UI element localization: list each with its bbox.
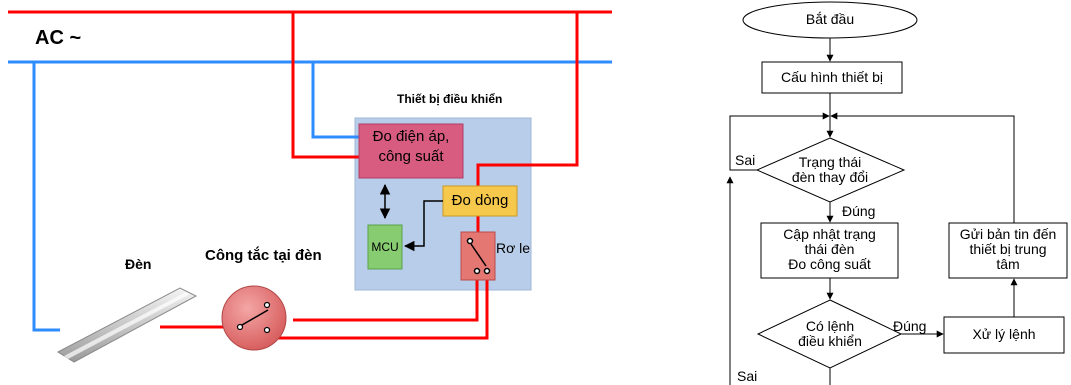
send-label: Gửi bản tin đến thiết bị trung tâm <box>959 226 1057 272</box>
configure-label: Cấu hình thiết bị <box>781 69 883 85</box>
start-label: Bắt đầu <box>805 11 855 27</box>
supply-label: AC ~ <box>35 27 82 49</box>
update-label: Cập nhật trạng thái đèn Đo công suất <box>783 226 876 272</box>
current-block <box>442 185 518 217</box>
lamp-fixture <box>56 287 198 363</box>
relay-contact <box>466 237 491 275</box>
voltage-block <box>358 123 464 179</box>
yes-label-2: Đúng <box>893 318 927 334</box>
mcu-block-label: MCU <box>371 240 399 254</box>
send-process <box>948 222 1068 279</box>
yes-label-1: Đúng <box>842 203 876 219</box>
wall-switch <box>221 285 287 351</box>
update-process <box>760 222 899 279</box>
flowchart <box>726 1 1068 385</box>
lamp-label: Đèn <box>125 256 152 272</box>
execute-process <box>943 316 1065 354</box>
neutral-wires <box>32 62 360 332</box>
state-decision-label: Trạng thái đèn thay đổi <box>791 154 869 185</box>
phase-wires <box>160 12 579 340</box>
no-label-2: Sai <box>737 368 758 384</box>
no-label-1: Sai <box>735 152 756 168</box>
execute-label: Xử lý lệnh <box>972 326 1036 342</box>
configure-process <box>761 61 903 94</box>
controller-title: Thiết bị điều khiển <box>397 92 503 106</box>
voltage-block-label: Đo điện áp, công suất <box>372 128 450 165</box>
switch-label: Công tắc tại đèn <box>205 247 322 264</box>
wiring-diagram <box>8 10 612 363</box>
mcu-block <box>367 224 403 270</box>
relay-label: Rơ le <box>496 240 531 256</box>
current-block-label: Đo dòng <box>451 192 509 209</box>
current-mcu-arrow <box>403 200 443 252</box>
command-decision-label: Có lệnh điều khiển <box>798 318 862 349</box>
